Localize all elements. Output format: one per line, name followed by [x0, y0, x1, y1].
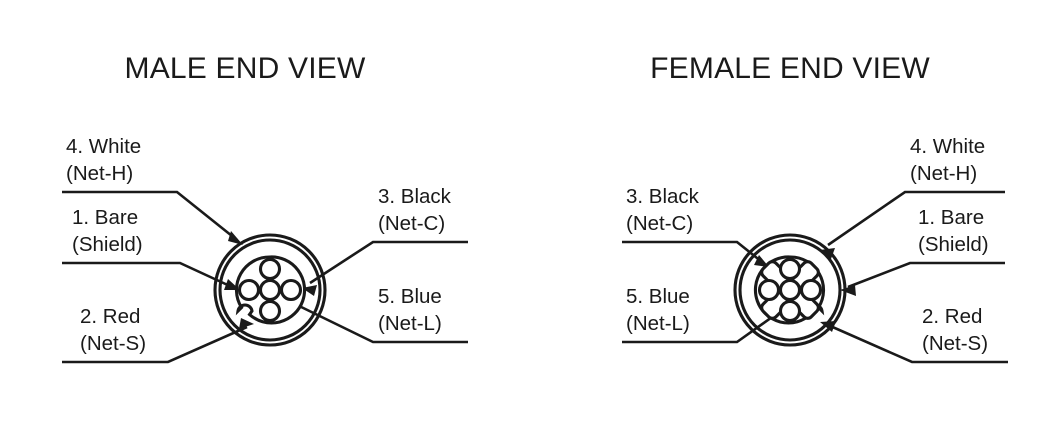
arrowhead-female-pin-4	[820, 248, 835, 259]
label-female-pin-2-line2: (Net-S)	[922, 332, 988, 355]
leader-male-pin-2	[62, 325, 248, 364]
male-end-view-group: MALE END VIEW	[62, 52, 468, 364]
label-female-pin-3-line2: (Net-C)	[626, 212, 693, 235]
label-female-pin-1-line1: 1. Bare	[918, 206, 984, 229]
label-male-pin-3-line2: (Net-C)	[378, 212, 445, 235]
label-male-pin-3-line1: 3. Black	[378, 185, 452, 208]
label-female-pin-4-line1: 4. White	[910, 135, 985, 158]
leader-female-pin-4	[827, 190, 1005, 247]
label-male-pin-2-line1: 2. Red	[80, 305, 140, 328]
female-pin-bottom-2-red	[778, 299, 802, 323]
leader-female-pin-5	[622, 308, 783, 344]
label-male-pin-1-line2: (Shield)	[72, 233, 143, 256]
arrowhead-female-pin-1	[840, 285, 856, 296]
leader-female-pin-3	[622, 240, 763, 264]
male-pin-top-4-white	[258, 257, 282, 281]
label-male-pin-4-line1: 4. White	[66, 135, 141, 158]
female-outer-ring	[733, 233, 847, 347]
female-pin-right-5-blue	[799, 278, 823, 302]
male-pin-bottom-2-red	[258, 299, 282, 323]
label-male-pin-2-line2: (Net-S)	[80, 332, 146, 355]
female-view-title: FEMALE END VIEW	[650, 52, 930, 85]
female-pin-top-4-white	[778, 257, 802, 281]
label-female-pin-4-line2: (Net-H)	[910, 162, 977, 185]
arrowhead-male-pin-4	[228, 231, 243, 245]
label-female-pin-1-line2: (Shield)	[918, 233, 989, 256]
male-pin-left-3-black	[237, 278, 261, 302]
label-female-pin-5-line1: 5. Blue	[626, 285, 690, 308]
label-male-pin-5-line2: (Net-L)	[378, 312, 442, 335]
female-pin-center-1-bare	[778, 278, 802, 302]
leader-male-pin-3	[309, 240, 468, 285]
female-labels: 4. White (Net-H) 1. Bare (Shield) 2. Red…	[626, 135, 989, 355]
female-mid-ring	[738, 238, 842, 342]
label-male-pin-1-line1: 1. Bare	[72, 206, 138, 229]
arrowhead-male-pin-2	[239, 318, 254, 329]
arrowhead-female-pin-3	[754, 255, 769, 267]
leader-female-pin-2	[827, 323, 1008, 364]
male-outer-ring	[213, 233, 327, 347]
label-male-pin-4-line2: (Net-H)	[66, 162, 133, 185]
male-view-title: MALE END VIEW	[125, 52, 366, 85]
leader-male-pin-1	[62, 261, 233, 289]
female-connector-body	[733, 233, 847, 347]
label-female-pin-5-line2: (Net-L)	[626, 312, 690, 335]
male-labels: 4. White (Net-H) 1. Bare (Shield) 2. Red…	[66, 135, 452, 355]
leader-female-pin-1	[847, 261, 1005, 289]
female-pin-left-3-black	[757, 278, 781, 302]
male-connector-body	[213, 233, 327, 347]
label-male-pin-5-line1: 5. Blue	[378, 285, 442, 308]
label-female-pin-2-line1: 2. Red	[922, 305, 982, 328]
male-pin-right-5-blue	[279, 278, 303, 302]
label-female-pin-3-line1: 3. Black	[626, 185, 700, 208]
male-pin-center-1-bare	[258, 278, 282, 302]
male-mid-ring	[218, 238, 322, 342]
female-end-view-group: FEMALE END VIEW	[622, 52, 1008, 364]
leader-male-pin-4	[62, 190, 238, 242]
